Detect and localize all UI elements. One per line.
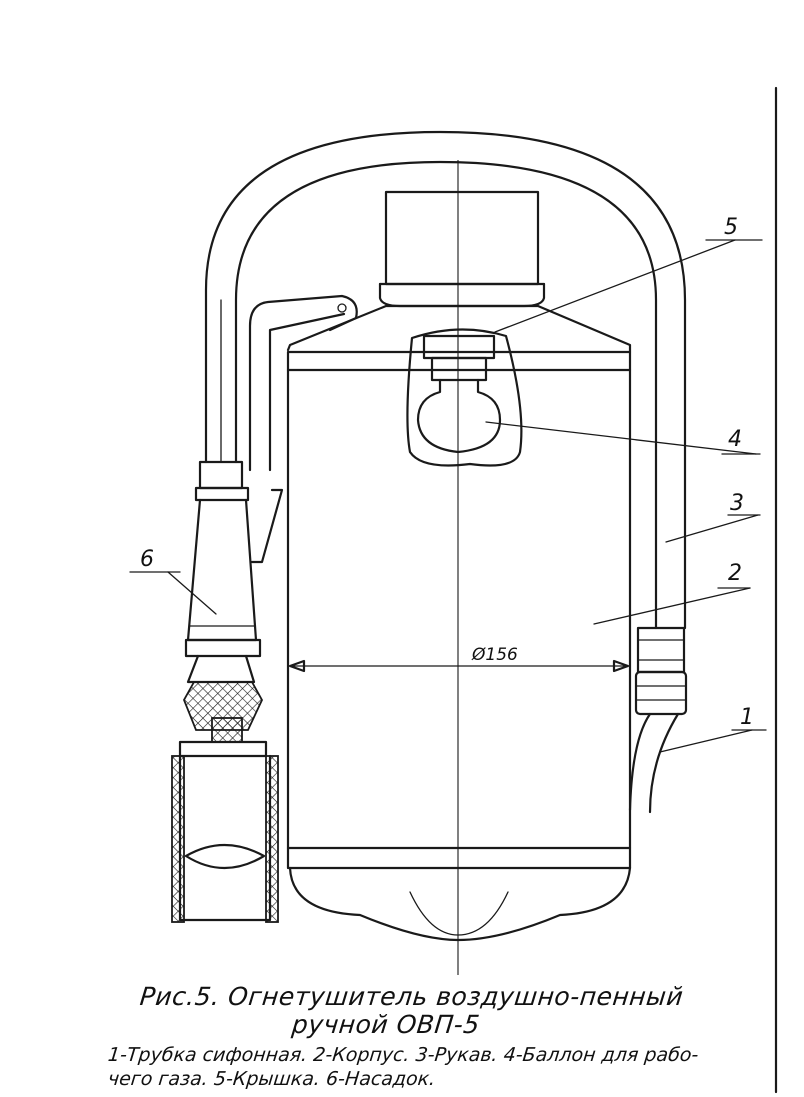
callout-3: 3 xyxy=(730,491,744,516)
callout-4: 4 xyxy=(728,427,742,452)
callout-2: 2 xyxy=(728,561,742,586)
nozzle-assembly xyxy=(171,460,284,923)
callout-1: 1 xyxy=(740,705,754,730)
extinguisher-body xyxy=(286,304,632,942)
callouts: 5 4 3 2 1 6 xyxy=(129,215,767,753)
callout-6: 6 xyxy=(140,547,154,572)
callout-5: 5 xyxy=(724,215,738,240)
legend-line-1: 1-Трубка сифонная. 2-Корпус. 3-Рукав. 4-… xyxy=(106,1044,700,1066)
right-hose-coupling xyxy=(634,626,688,716)
diameter-dimension: Ø156 xyxy=(288,645,630,673)
siphon-tube xyxy=(628,712,680,814)
cap xyxy=(378,190,546,308)
figure-caption-subtitle: ручной ОВП-5 xyxy=(290,1010,482,1039)
diameter-label: Ø156 xyxy=(471,645,518,665)
figure-caption-title: Рис.5. Огнетушитель воздушно-пенный xyxy=(138,982,685,1011)
gas-cartridge xyxy=(406,328,523,467)
legend-line-2: чего газа. 5-Крышка. 6-Насадок. xyxy=(106,1068,437,1090)
handle-lever xyxy=(248,294,358,472)
hose-arch xyxy=(204,130,687,630)
